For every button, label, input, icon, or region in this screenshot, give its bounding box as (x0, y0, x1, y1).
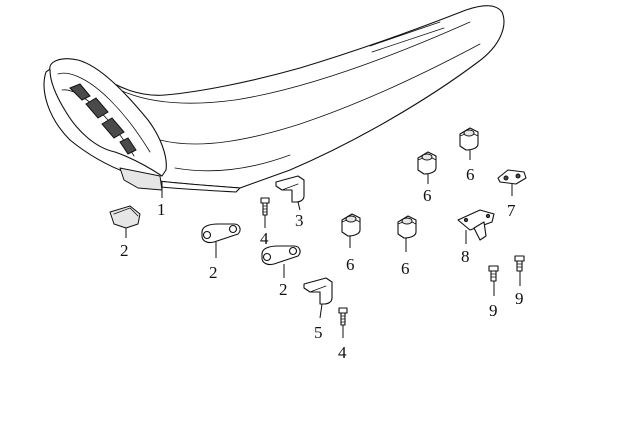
callout-8: 8 (461, 247, 470, 266)
callout-4b: 4 (338, 343, 347, 362)
callout-3: 3 (295, 211, 304, 230)
callout-1: 1 (157, 200, 166, 219)
leader-line-3 (297, 201, 301, 211)
bracket-part-5 (303, 277, 333, 305)
bolt-part-4b (338, 307, 348, 326)
callout-7: 7 (507, 201, 516, 220)
callout-6a: 6 (423, 186, 432, 205)
screw-part-9b (514, 255, 525, 272)
callout-9b: 9 (515, 289, 524, 308)
grommet-part-6c (341, 213, 361, 237)
screw-part-9a (488, 265, 499, 282)
leader-line-5 (319, 303, 323, 319)
callout-9a: 9 (489, 301, 498, 320)
seat-part-1 (43, 5, 505, 193)
callout-6b: 6 (466, 165, 475, 184)
pad-strip-part-2c (261, 245, 301, 266)
grommet-part-6d (397, 215, 417, 239)
callout-2c: 2 (279, 280, 288, 299)
callout-2a: 2 (120, 241, 129, 260)
grommet-part-6a (417, 151, 437, 175)
latch-plate-part-8 (457, 209, 495, 241)
callout-2b: 2 (209, 263, 218, 282)
rubber-pad-part-2a (109, 205, 141, 229)
callout-6c: 6 (346, 255, 355, 274)
callout-5: 5 (314, 323, 323, 342)
bracket-part-3 (275, 175, 305, 203)
bolt-part-4a (260, 197, 270, 216)
callout-6d: 6 (401, 259, 410, 278)
grommet-part-6b (459, 127, 479, 151)
callout-4a: 4 (260, 229, 269, 248)
clip-part-7 (497, 169, 527, 185)
pad-strip-part-2b (201, 223, 241, 244)
